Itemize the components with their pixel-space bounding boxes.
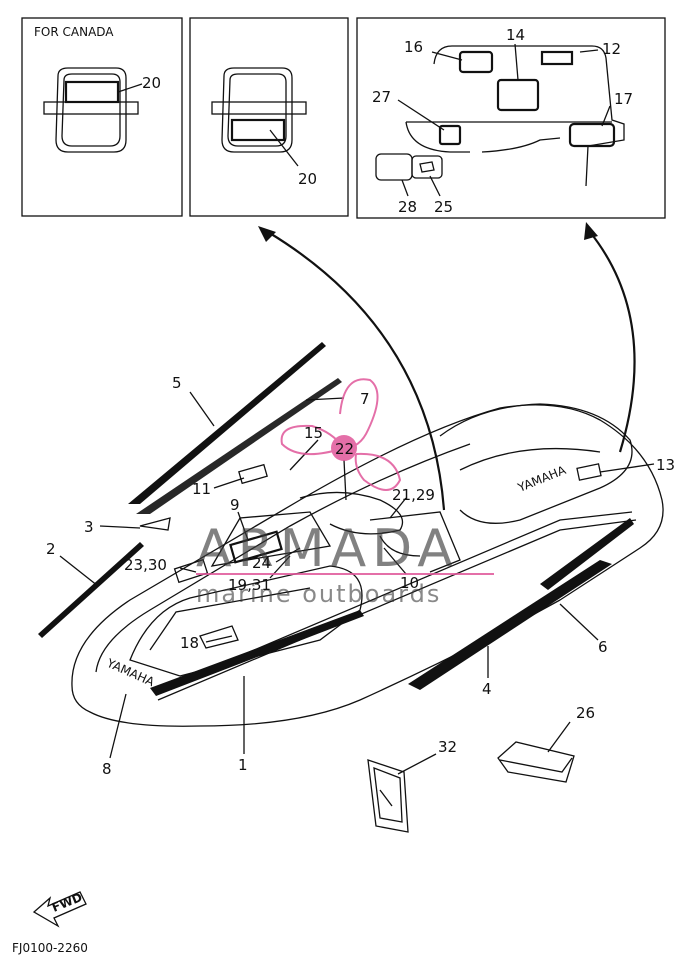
callout-10: 10 <box>400 574 419 592</box>
callout-17: 17 <box>614 90 633 108</box>
callout-16: 16 <box>404 38 423 56</box>
callout-15: 15 <box>304 424 323 442</box>
callout-20-canada: 20 <box>142 74 161 92</box>
callout-27: 27 <box>372 88 391 106</box>
callout-4: 4 <box>482 680 492 698</box>
diagram-code: FJ0100-2260 <box>12 941 88 955</box>
callout-21-29: 21,29 <box>392 486 435 504</box>
fwd-label: FWD <box>50 890 84 915</box>
yamaha-decal-seat: YAMAHA <box>515 463 569 496</box>
inset-dash-panel: 16 14 12 27 17 28 25 <box>356 17 666 219</box>
fwd-arrow-icon: FWD <box>32 890 87 928</box>
callout-23-30: 23,30 <box>124 556 167 574</box>
callout-3: 3 <box>84 518 94 536</box>
decal-stripes <box>38 342 634 696</box>
callout-7: 7 <box>360 390 370 408</box>
leader-lines <box>59 391 655 775</box>
callout-14: 14 <box>506 26 525 44</box>
callout-32: 32 <box>438 738 457 756</box>
callout-6: 6 <box>598 638 608 656</box>
watermark-subtitle: marine outboards <box>196 580 441 608</box>
inset-caption: FOR CANADA <box>34 25 114 39</box>
inset-standard: 20 <box>189 17 349 217</box>
callout-12: 12 <box>602 40 621 58</box>
callout-18: 18 <box>180 634 199 652</box>
callout-22: 22 <box>335 440 354 458</box>
inset-for-canada: FOR CANADA 20 <box>21 17 183 217</box>
callout-2: 2 <box>46 540 56 558</box>
callout-11: 11 <box>192 480 211 498</box>
callout-26: 26 <box>576 704 595 722</box>
callout-9: 9 <box>230 496 240 514</box>
callout-labels: 5 7 15 22 13 11 9 21,29 3 2 23,30 24 19,… <box>46 374 675 778</box>
part-32-pouch <box>367 759 409 833</box>
callout-5: 5 <box>172 374 182 392</box>
callout-1: 1 <box>238 756 248 774</box>
callout-20-standard: 20 <box>298 170 317 188</box>
callout-24: 24 <box>252 554 271 572</box>
watermark-logo: ARMADA marine outboards <box>196 378 494 608</box>
inset-arrows <box>258 222 636 511</box>
callout-8: 8 <box>102 760 112 778</box>
callout-28: 28 <box>398 198 417 216</box>
callout-25: 25 <box>434 198 453 216</box>
watermark-title: ARMADA <box>196 519 459 579</box>
callout-19-31: 19,31 <box>228 576 271 594</box>
callout-13: 13 <box>656 456 675 474</box>
part-26-pad <box>497 741 575 783</box>
